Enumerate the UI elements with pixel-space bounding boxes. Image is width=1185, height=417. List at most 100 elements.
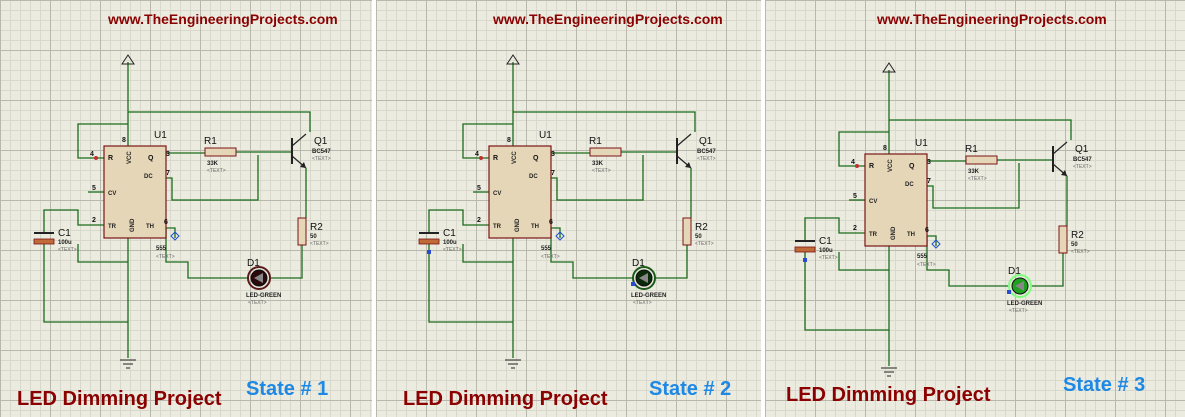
wire-cap-left bbox=[804, 217, 865, 240]
r2-text: <TEXT> bbox=[1071, 249, 1090, 255]
probe-diamond-icon bbox=[170, 231, 180, 241]
site-url: www.TheEngineeringProjects.com bbox=[493, 11, 723, 27]
ground-icon bbox=[120, 359, 136, 369]
resistor-r2[interactable]: R2 50 <TEXT> bbox=[682, 217, 714, 247]
timer-pin-cv: CV bbox=[493, 191, 501, 197]
resistor-r2[interactable]: R2 50 <TEXT> bbox=[1058, 225, 1090, 255]
timer-pin-th: TH bbox=[907, 232, 915, 238]
resistor-r1[interactable]: R1 33K <TEXT> bbox=[204, 136, 237, 174]
led-d1[interactable]: D1 LED-GREEN <TEXT> bbox=[246, 258, 281, 306]
probe-marker-icon bbox=[427, 250, 431, 254]
timer-pin-r: R bbox=[108, 155, 113, 162]
r2-text: <TEXT> bbox=[695, 241, 714, 247]
probe-marker-icon bbox=[1007, 290, 1011, 294]
q1-part: BC547 bbox=[697, 149, 716, 155]
wire-reset-loop bbox=[838, 131, 889, 167]
schematic-panel-state-1[interactable]: U1 8 R VCC Q DC CV TR GND TH 4 3 7 5 2 6… bbox=[0, 0, 372, 417]
timer-pin-q: Q bbox=[533, 155, 539, 162]
wire-r2-led bbox=[1031, 253, 1064, 287]
probe-diamond-icon bbox=[931, 239, 941, 249]
q1-ref: Q1 bbox=[699, 136, 713, 147]
wire-dc-loop bbox=[551, 155, 644, 201]
timer-pin-7: 7 bbox=[166, 170, 170, 177]
timer-pin-vcc: VCC bbox=[512, 151, 518, 164]
timer-555[interactable]: U1 8 R VCC Q DC CV TR GND TH 4 3 7 5 2 6… bbox=[475, 130, 560, 260]
state-label: State # 1 bbox=[246, 378, 329, 400]
led-d1[interactable]: D1 LED-GREEN <TEXT> bbox=[1007, 266, 1042, 314]
timer-pin-cv: CV bbox=[108, 191, 116, 197]
timer-pin-3: 3 bbox=[166, 151, 170, 158]
wire-led-timer bbox=[550, 228, 633, 279]
transistor-q1[interactable]: Q1 BC547 <TEXT> bbox=[1052, 141, 1092, 177]
capacitor-c1[interactable]: C1 100u <TEXT> bbox=[418, 228, 462, 253]
state-label: State # 3 bbox=[1063, 374, 1146, 396]
timer-pin-5: 5 bbox=[92, 185, 96, 192]
r1-ref: R1 bbox=[965, 144, 978, 155]
timer-pin-gnd: GND bbox=[891, 226, 897, 240]
timer-555[interactable]: U1 8 R VCC Q DC CV TR GND TH 4 3 7 5 2 6… bbox=[90, 130, 175, 260]
timer-ref: U1 bbox=[154, 130, 167, 141]
wire-cap-right bbox=[462, 244, 513, 263]
timer-pin-6: 6 bbox=[925, 227, 929, 234]
resistor-r2[interactable]: R2 50 <TEXT> bbox=[297, 217, 329, 247]
wire-top-loop bbox=[889, 119, 1072, 140]
q1-text: <TEXT> bbox=[697, 156, 716, 162]
c1-text: <TEXT> bbox=[58, 247, 77, 253]
c1-value: 100u bbox=[819, 248, 833, 254]
r2-ref: R2 bbox=[1071, 230, 1084, 241]
timer-part: 555 bbox=[156, 246, 167, 252]
d1-part: LED-GREEN bbox=[1007, 301, 1042, 307]
timer-ref: U1 bbox=[539, 130, 552, 141]
capacitor-c1[interactable]: C1 100u <TEXT> bbox=[794, 236, 838, 261]
wire-cap-bottom bbox=[43, 244, 128, 323]
timer-pin-7: 7 bbox=[551, 170, 555, 177]
c1-value: 100u bbox=[443, 240, 457, 246]
transistor-q1[interactable]: Q1 BC547 <TEXT> bbox=[291, 133, 331, 169]
timer-pin-2: 2 bbox=[853, 225, 857, 232]
wire-reset-loop bbox=[462, 123, 513, 159]
reset-probe-icon bbox=[855, 164, 859, 168]
wire-reset-loop bbox=[77, 123, 128, 159]
timer-pin-5: 5 bbox=[853, 193, 857, 200]
resistor-r1[interactable]: R1 33K <TEXT> bbox=[965, 144, 998, 182]
timer-pin-5: 5 bbox=[477, 185, 481, 192]
r2-value: 50 bbox=[1071, 242, 1078, 248]
c1-ref: C1 bbox=[819, 236, 832, 247]
timer-555[interactable]: U1 8 R VCC Q DC CV TR GND TH 4 3 7 5 2 6… bbox=[851, 138, 936, 268]
wire-led-timer bbox=[926, 236, 1009, 287]
r2-ref: R2 bbox=[695, 222, 708, 233]
timer-pin-tr: TR bbox=[869, 232, 878, 238]
transistor-q1[interactable]: Q1 BC547 <TEXT> bbox=[676, 133, 716, 169]
probe-marker-icon bbox=[803, 258, 807, 262]
r1-value: 33K bbox=[592, 161, 604, 167]
timer-pin-tr: TR bbox=[108, 224, 117, 230]
r2-value: 50 bbox=[695, 234, 702, 240]
r2-value: 50 bbox=[310, 234, 317, 240]
vcc-terminal-icon bbox=[506, 54, 520, 65]
d1-ref: D1 bbox=[1008, 266, 1021, 277]
timer-pin-3: 3 bbox=[927, 159, 931, 166]
q1-part: BC547 bbox=[1073, 157, 1092, 163]
q1-ref: Q1 bbox=[1075, 144, 1089, 155]
timer-pin-3: 3 bbox=[551, 151, 555, 158]
capacitor-c1[interactable]: C1 100u <TEXT> bbox=[33, 228, 77, 253]
wire-led-timer bbox=[165, 228, 248, 279]
timer-part: 555 bbox=[541, 246, 552, 252]
led-d1[interactable]: D1 LED-GREEN <TEXT> bbox=[631, 258, 666, 306]
timer-pin-2: 2 bbox=[92, 217, 96, 224]
wire-cap-right bbox=[838, 252, 889, 271]
timer-pin-dc: DC bbox=[905, 182, 914, 188]
circuit-group: U1 8 R VCC Q DC CV TR GND TH 4 3 7 5 2 6… bbox=[418, 54, 716, 369]
timer-pin-8: 8 bbox=[883, 145, 887, 152]
schematic-panel-state-3[interactable]: U1 8 R VCC Q DC CV TR GND TH 4 3 7 5 2 6… bbox=[765, 0, 1185, 417]
d1-part: LED-GREEN bbox=[631, 293, 666, 299]
probe-marker-icon bbox=[631, 282, 635, 286]
timer-pin-6: 6 bbox=[549, 219, 553, 226]
schematic-panel-state-2[interactable]: U1 8 R VCC Q DC CV TR GND TH 4 3 7 5 2 6… bbox=[376, 0, 761, 417]
circuit-group: U1 8 R VCC Q DC CV TR GND TH 4 3 7 5 2 6… bbox=[794, 62, 1092, 377]
resistor-r1[interactable]: R1 33K <TEXT> bbox=[589, 136, 622, 174]
ground-icon bbox=[505, 359, 521, 369]
timer-pin-8: 8 bbox=[122, 137, 126, 144]
timer-pin-4: 4 bbox=[475, 151, 479, 158]
